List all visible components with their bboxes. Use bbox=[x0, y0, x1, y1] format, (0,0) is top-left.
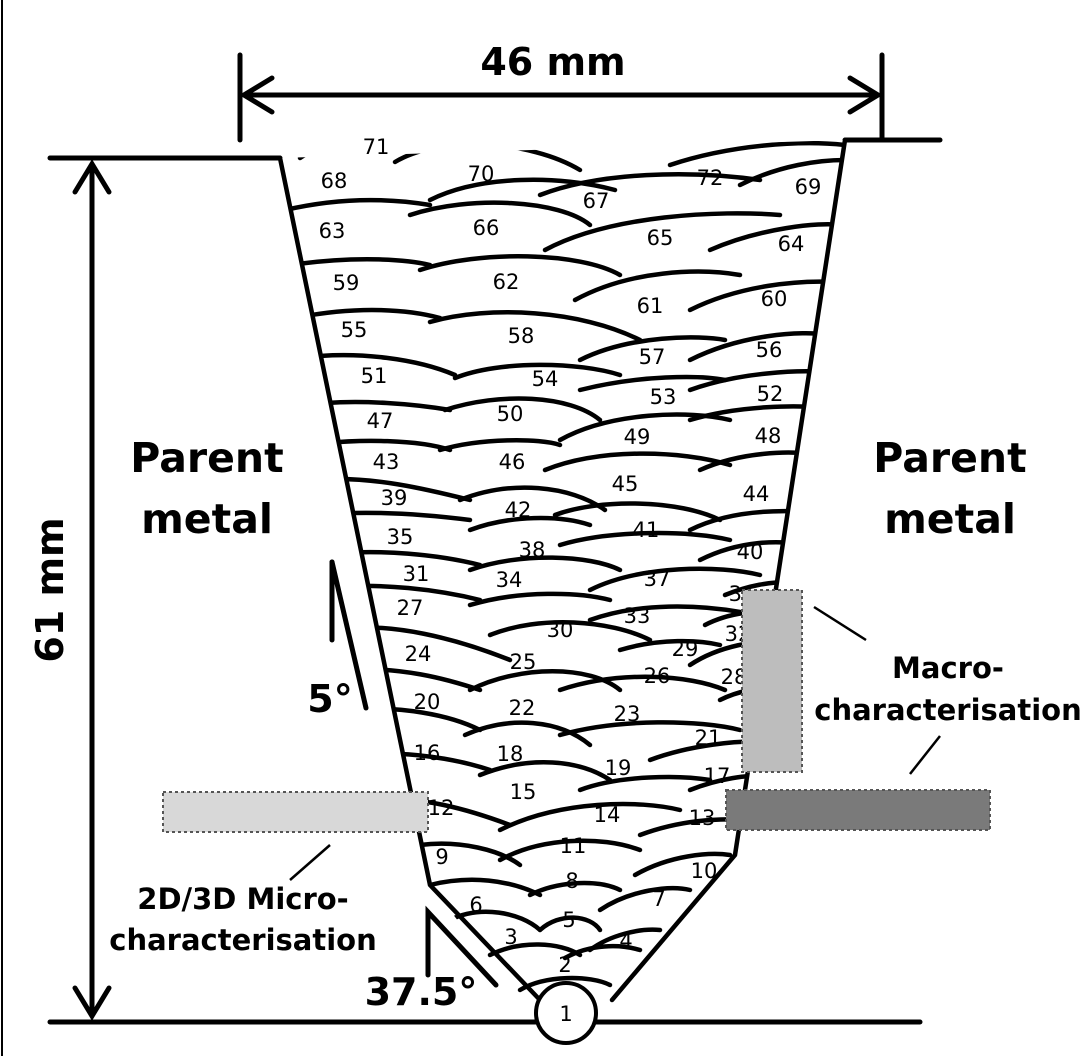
bead-label: 70 bbox=[468, 162, 495, 186]
micro-sample-strip bbox=[162, 791, 429, 833]
bead-label: 65 bbox=[647, 226, 674, 250]
bead-label: 52 bbox=[757, 382, 784, 406]
root-angle-label: 37.5° bbox=[365, 970, 478, 1014]
parent-metal-right-line-1: Parent bbox=[873, 434, 1026, 482]
parent-metal-left-line-2: metal bbox=[141, 495, 273, 543]
bead-label: 60 bbox=[761, 287, 788, 311]
bead-label: 64 bbox=[778, 232, 805, 256]
macro-sample-vertical bbox=[741, 589, 803, 773]
macro-label-line-2: characterisation bbox=[814, 693, 1080, 727]
width-arrowhead-left bbox=[239, 75, 275, 115]
bead-label: 72 bbox=[697, 166, 724, 190]
bead-label: 12 bbox=[428, 796, 455, 820]
macro-leader-line-2 bbox=[909, 735, 941, 775]
bead-label: 48 bbox=[755, 424, 782, 448]
bead-label: 43 bbox=[373, 450, 400, 474]
bead-label: 8 bbox=[565, 869, 578, 893]
bead-label: 18 bbox=[497, 742, 524, 766]
bead-label: 6 bbox=[469, 893, 482, 917]
bead-label: 34 bbox=[496, 568, 523, 592]
bead-label: 13 bbox=[689, 806, 716, 830]
bead-label: 37 bbox=[644, 567, 671, 591]
bead-label: 55 bbox=[341, 318, 368, 342]
micro-label-line-1: 2D/3D Micro- bbox=[137, 882, 348, 916]
bead-label: 16 bbox=[414, 741, 441, 765]
height-arrowhead-top bbox=[72, 159, 112, 195]
bead-label: 10 bbox=[691, 859, 718, 883]
bead-label: 68 bbox=[321, 169, 348, 193]
bead-label: 44 bbox=[743, 482, 770, 506]
bead-label: 71 bbox=[363, 135, 390, 159]
width-label: 46 mm bbox=[480, 40, 625, 84]
bead-label: 69 bbox=[795, 175, 822, 199]
bead-label: 49 bbox=[624, 425, 651, 449]
bead-label: 33 bbox=[624, 604, 651, 628]
bead-label: 7 bbox=[652, 887, 665, 911]
bead-label: 19 bbox=[605, 756, 632, 780]
bead-label: 20 bbox=[414, 690, 441, 714]
bead-label: 17 bbox=[704, 764, 731, 788]
bead-label: 31 bbox=[403, 562, 430, 586]
micro-leader-line bbox=[289, 844, 331, 881]
root-bead bbox=[534, 981, 598, 1045]
bead-label: 26 bbox=[644, 664, 671, 688]
bead-label: 57 bbox=[639, 345, 666, 369]
bead-label: 22 bbox=[509, 696, 536, 720]
macro-sample-horizontal bbox=[725, 789, 991, 831]
bead-label: 42 bbox=[505, 498, 532, 522]
bead-label: 1 bbox=[559, 1002, 572, 1026]
macro-leader-line-1 bbox=[813, 605, 867, 642]
bead-label: 25 bbox=[510, 650, 537, 674]
bead-label: 41 bbox=[633, 518, 660, 542]
bead-label: 63 bbox=[319, 219, 346, 243]
micro-label-line-2: characterisation bbox=[109, 923, 376, 957]
bead-label: 2 bbox=[558, 953, 571, 977]
side-angle-label: 5° bbox=[307, 677, 352, 721]
macro-label-line-1: Macro- bbox=[892, 651, 1004, 685]
height-label: 61 mm bbox=[28, 517, 72, 662]
bead-label: 56 bbox=[756, 338, 783, 362]
bead-label: 67 bbox=[583, 189, 610, 213]
bead-label: 4 bbox=[619, 929, 632, 953]
parent-metal-right-line-2: metal bbox=[884, 495, 1016, 543]
side-angle-slant bbox=[329, 559, 369, 711]
bead-label: 62 bbox=[493, 270, 520, 294]
bead-label: 51 bbox=[361, 364, 388, 388]
root-angle-indicator bbox=[425, 905, 499, 988]
bead-label: 45 bbox=[612, 472, 639, 496]
bead-label: 38 bbox=[519, 538, 546, 562]
height-arrowhead-bottom bbox=[72, 985, 112, 1021]
groove-wall-right bbox=[609, 137, 848, 1003]
bead-label: 35 bbox=[387, 525, 414, 549]
bead-label: 59 bbox=[333, 271, 360, 295]
bead-label: 40 bbox=[737, 540, 764, 564]
bead-label: 46 bbox=[499, 450, 526, 474]
groove-wall-left bbox=[277, 155, 543, 1003]
bead-label: 61 bbox=[637, 294, 664, 318]
width-arrowhead-right bbox=[847, 75, 883, 115]
bead-label: 14 bbox=[594, 803, 621, 827]
bead-label: 66 bbox=[473, 216, 500, 240]
bead-label: 47 bbox=[367, 409, 394, 433]
bead-label: 23 bbox=[614, 702, 641, 726]
bead-label: 30 bbox=[547, 618, 574, 642]
bead-label: 53 bbox=[650, 385, 677, 409]
parent-metal-left-line-1: Parent bbox=[130, 434, 283, 482]
bead-label: 11 bbox=[560, 834, 587, 858]
bead-label: 29 bbox=[672, 637, 699, 661]
bead-label: 15 bbox=[510, 780, 537, 804]
bead-label: 9 bbox=[435, 845, 448, 869]
bead-label: 21 bbox=[695, 726, 722, 750]
bead-label: 54 bbox=[532, 367, 559, 391]
bead-label: 5 bbox=[562, 908, 575, 932]
bead-labels: 1 2 3 4 5 6 7 8 9 10 11 12 13 14 15 16 1… bbox=[319, 135, 822, 1026]
bead-label: 27 bbox=[397, 596, 424, 620]
bead-label: 58 bbox=[508, 324, 535, 348]
bead-label: 50 bbox=[497, 402, 524, 426]
bead-label: 24 bbox=[405, 642, 432, 666]
bead-label: 3 bbox=[504, 925, 517, 949]
bead-label: 39 bbox=[381, 486, 408, 510]
